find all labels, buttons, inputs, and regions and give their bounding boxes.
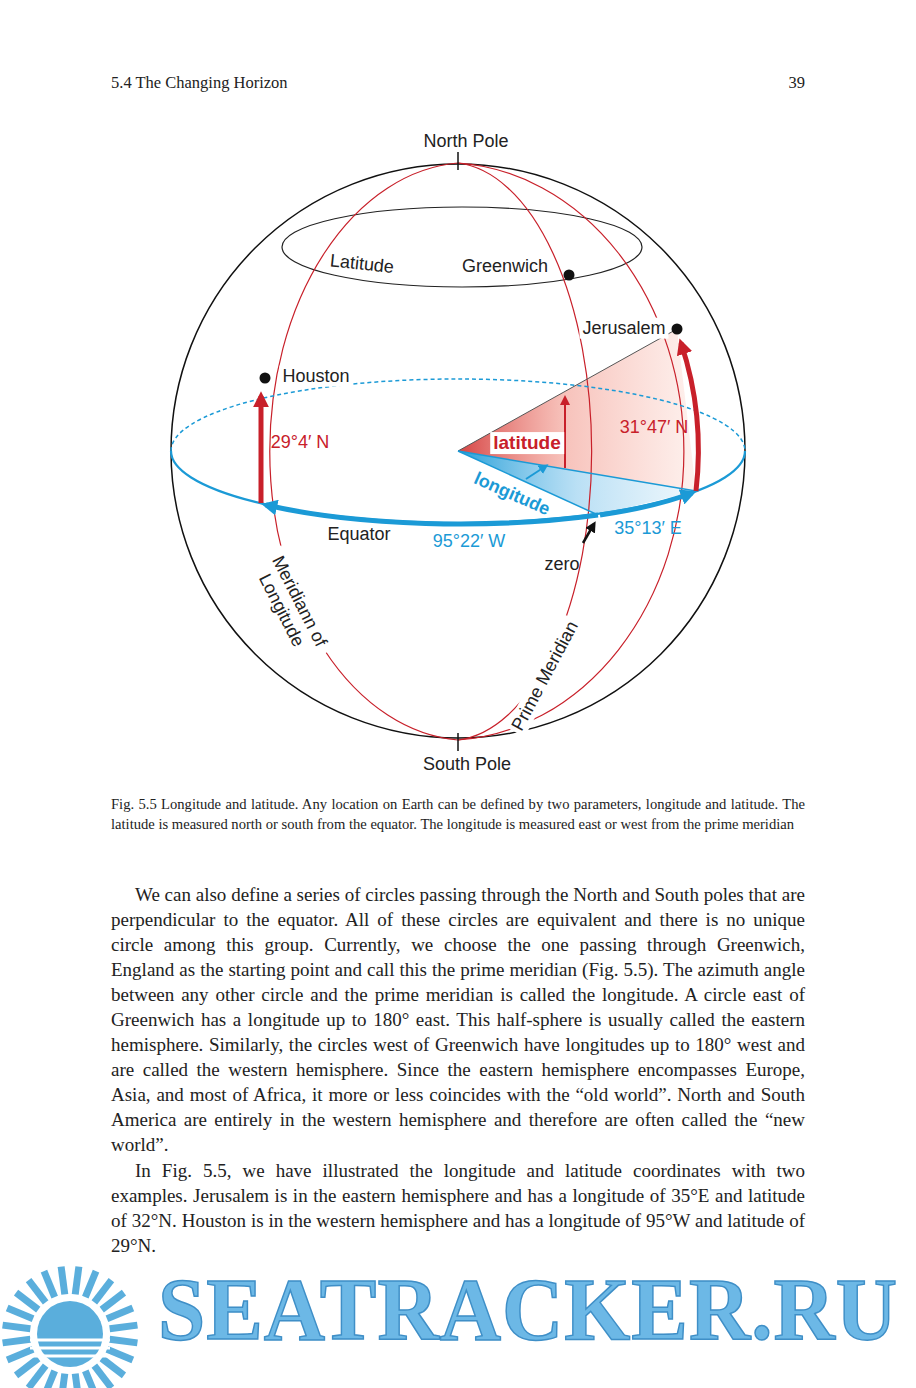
sun-stripe <box>30 1347 110 1350</box>
equator-front <box>171 451 745 523</box>
sun-ray <box>29 1366 46 1388</box>
prime-meridian <box>458 163 592 740</box>
sun-ray <box>94 1366 111 1388</box>
sun-ray <box>7 1349 33 1360</box>
pole-label: North Pole <box>423 131 508 152</box>
equator-back <box>171 379 745 451</box>
sun-ray <box>107 1349 133 1360</box>
pole-tick <box>457 733 459 751</box>
pole-label: South Pole <box>423 754 511 775</box>
sun-ray <box>16 1358 38 1375</box>
meridian-label: Meridiann of Longitude <box>246 545 334 666</box>
sun-stripe <box>30 1355 110 1358</box>
figure-caption: Fig. 5.5 Longitude and latitude. Any loc… <box>111 794 805 834</box>
sun-ray <box>61 1374 65 1388</box>
city-dot <box>260 373 271 384</box>
sun-ray <box>110 1325 138 1329</box>
latitude-circle-label: Latitude <box>329 250 395 277</box>
sun-ray <box>102 1293 124 1310</box>
pole-tick <box>457 152 459 170</box>
watermark: SEATRACKER.RU <box>158 1266 898 1354</box>
small-arrow <box>564 398 566 468</box>
sun-ray <box>102 1358 124 1375</box>
globe-outline <box>171 164 745 738</box>
jerusalem-meridian <box>458 163 684 740</box>
city-dot <box>564 270 575 281</box>
sun-ray <box>3 1325 31 1329</box>
small-arrow <box>526 466 546 479</box>
zero-arrow <box>583 524 594 543</box>
sun-ray <box>94 1280 111 1302</box>
latitude-arrow <box>259 396 264 503</box>
sun-stripe <box>30 1339 110 1342</box>
sun-ray <box>44 1371 55 1388</box>
body-paragraph: We can also define a series of circles p… <box>111 882 805 1157</box>
zero-label: zero <box>544 554 579 575</box>
sun-ray <box>61 1267 65 1295</box>
sun-ray <box>7 1308 33 1319</box>
sun-ray <box>85 1371 96 1388</box>
equator-label: Equator <box>327 524 390 545</box>
sun-ray <box>85 1271 96 1297</box>
sun-ray <box>29 1280 46 1302</box>
longitude-arrow <box>600 493 692 515</box>
sun-ray <box>75 1267 79 1295</box>
sun-ray <box>3 1339 31 1343</box>
sun-ray <box>110 1339 138 1343</box>
sun-ray <box>44 1271 55 1297</box>
sun-ray <box>107 1308 133 1319</box>
latitude-value: 31°47′ N <box>620 417 689 438</box>
longitude-value: 35°13′ E <box>614 518 682 539</box>
meridian-label: Prime Meridian <box>506 615 584 737</box>
city-dot <box>672 324 683 335</box>
sun-ray <box>16 1293 38 1310</box>
running-header: 5.4 The Changing Horizon <box>111 74 288 93</box>
sun-ray <box>75 1374 79 1388</box>
city-label: Houston <box>279 366 352 387</box>
angle-label: latitude <box>490 432 564 454</box>
city-label: Jerusalem <box>579 318 668 339</box>
body-paragraph: In Fig. 5.5, we have illustrated the lon… <box>111 1158 805 1258</box>
page-number: 39 <box>789 74 806 93</box>
city-label: Greenwich <box>462 256 548 277</box>
latitude-circle <box>282 207 642 287</box>
longitude-value: 95°22′ W <box>433 531 506 552</box>
latitude-value: 29°4′ N <box>271 432 330 453</box>
